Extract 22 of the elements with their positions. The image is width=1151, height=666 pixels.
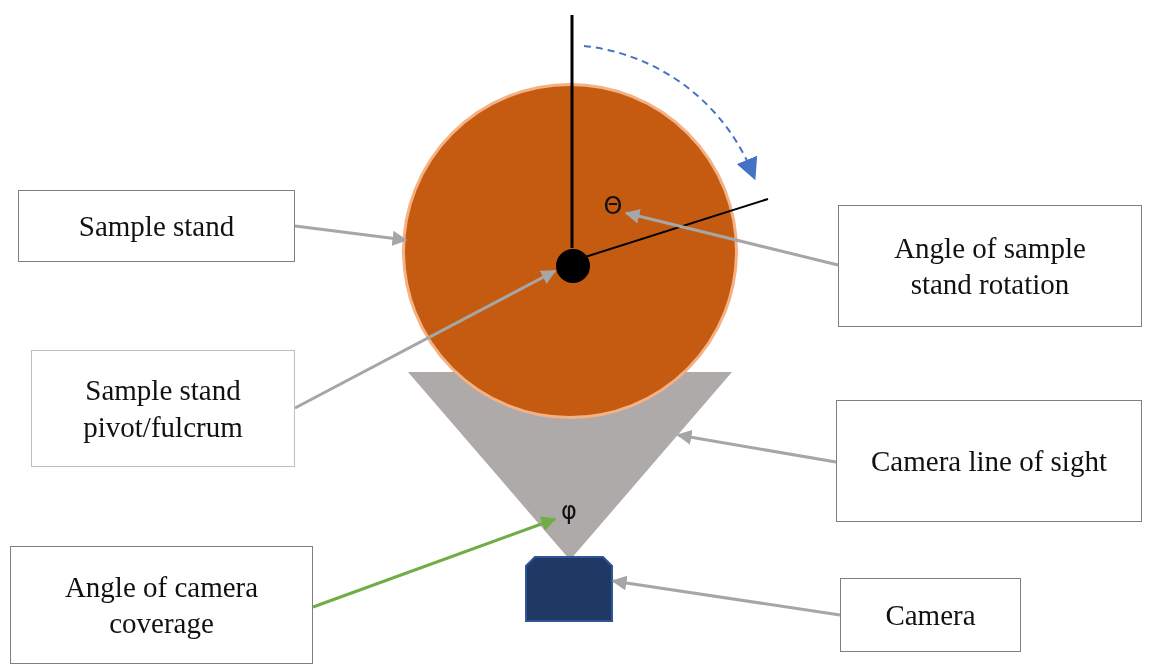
angle-symbol-text: φ [561,499,577,523]
angle-symbol-text: Θ [603,194,623,218]
callout-box [10,546,313,664]
callout-box [31,350,295,467]
leader-arrow [294,224,408,246]
callout-box [836,400,1142,522]
camera-body [525,556,613,622]
callout-text: Sample stand [78,208,235,244]
callout-box [840,578,1021,652]
callout-text: Angle of camera coverage [63,569,260,641]
callout-box [18,190,295,262]
callout-text: Angle of sample stand rotation [893,230,1087,302]
pivot-dot [556,249,590,283]
leader-arrow [624,208,839,267]
leader-arrow [312,516,557,609]
callout-box [838,205,1142,327]
callout-text: Camera [885,597,976,633]
callout-text: Sample stand pivot/fulcrum [82,373,244,445]
callout-text: Camera line of sight [871,443,1107,479]
leader-arrow [676,429,837,464]
leader-arrow [611,575,841,617]
leader-arrow [294,269,557,410]
